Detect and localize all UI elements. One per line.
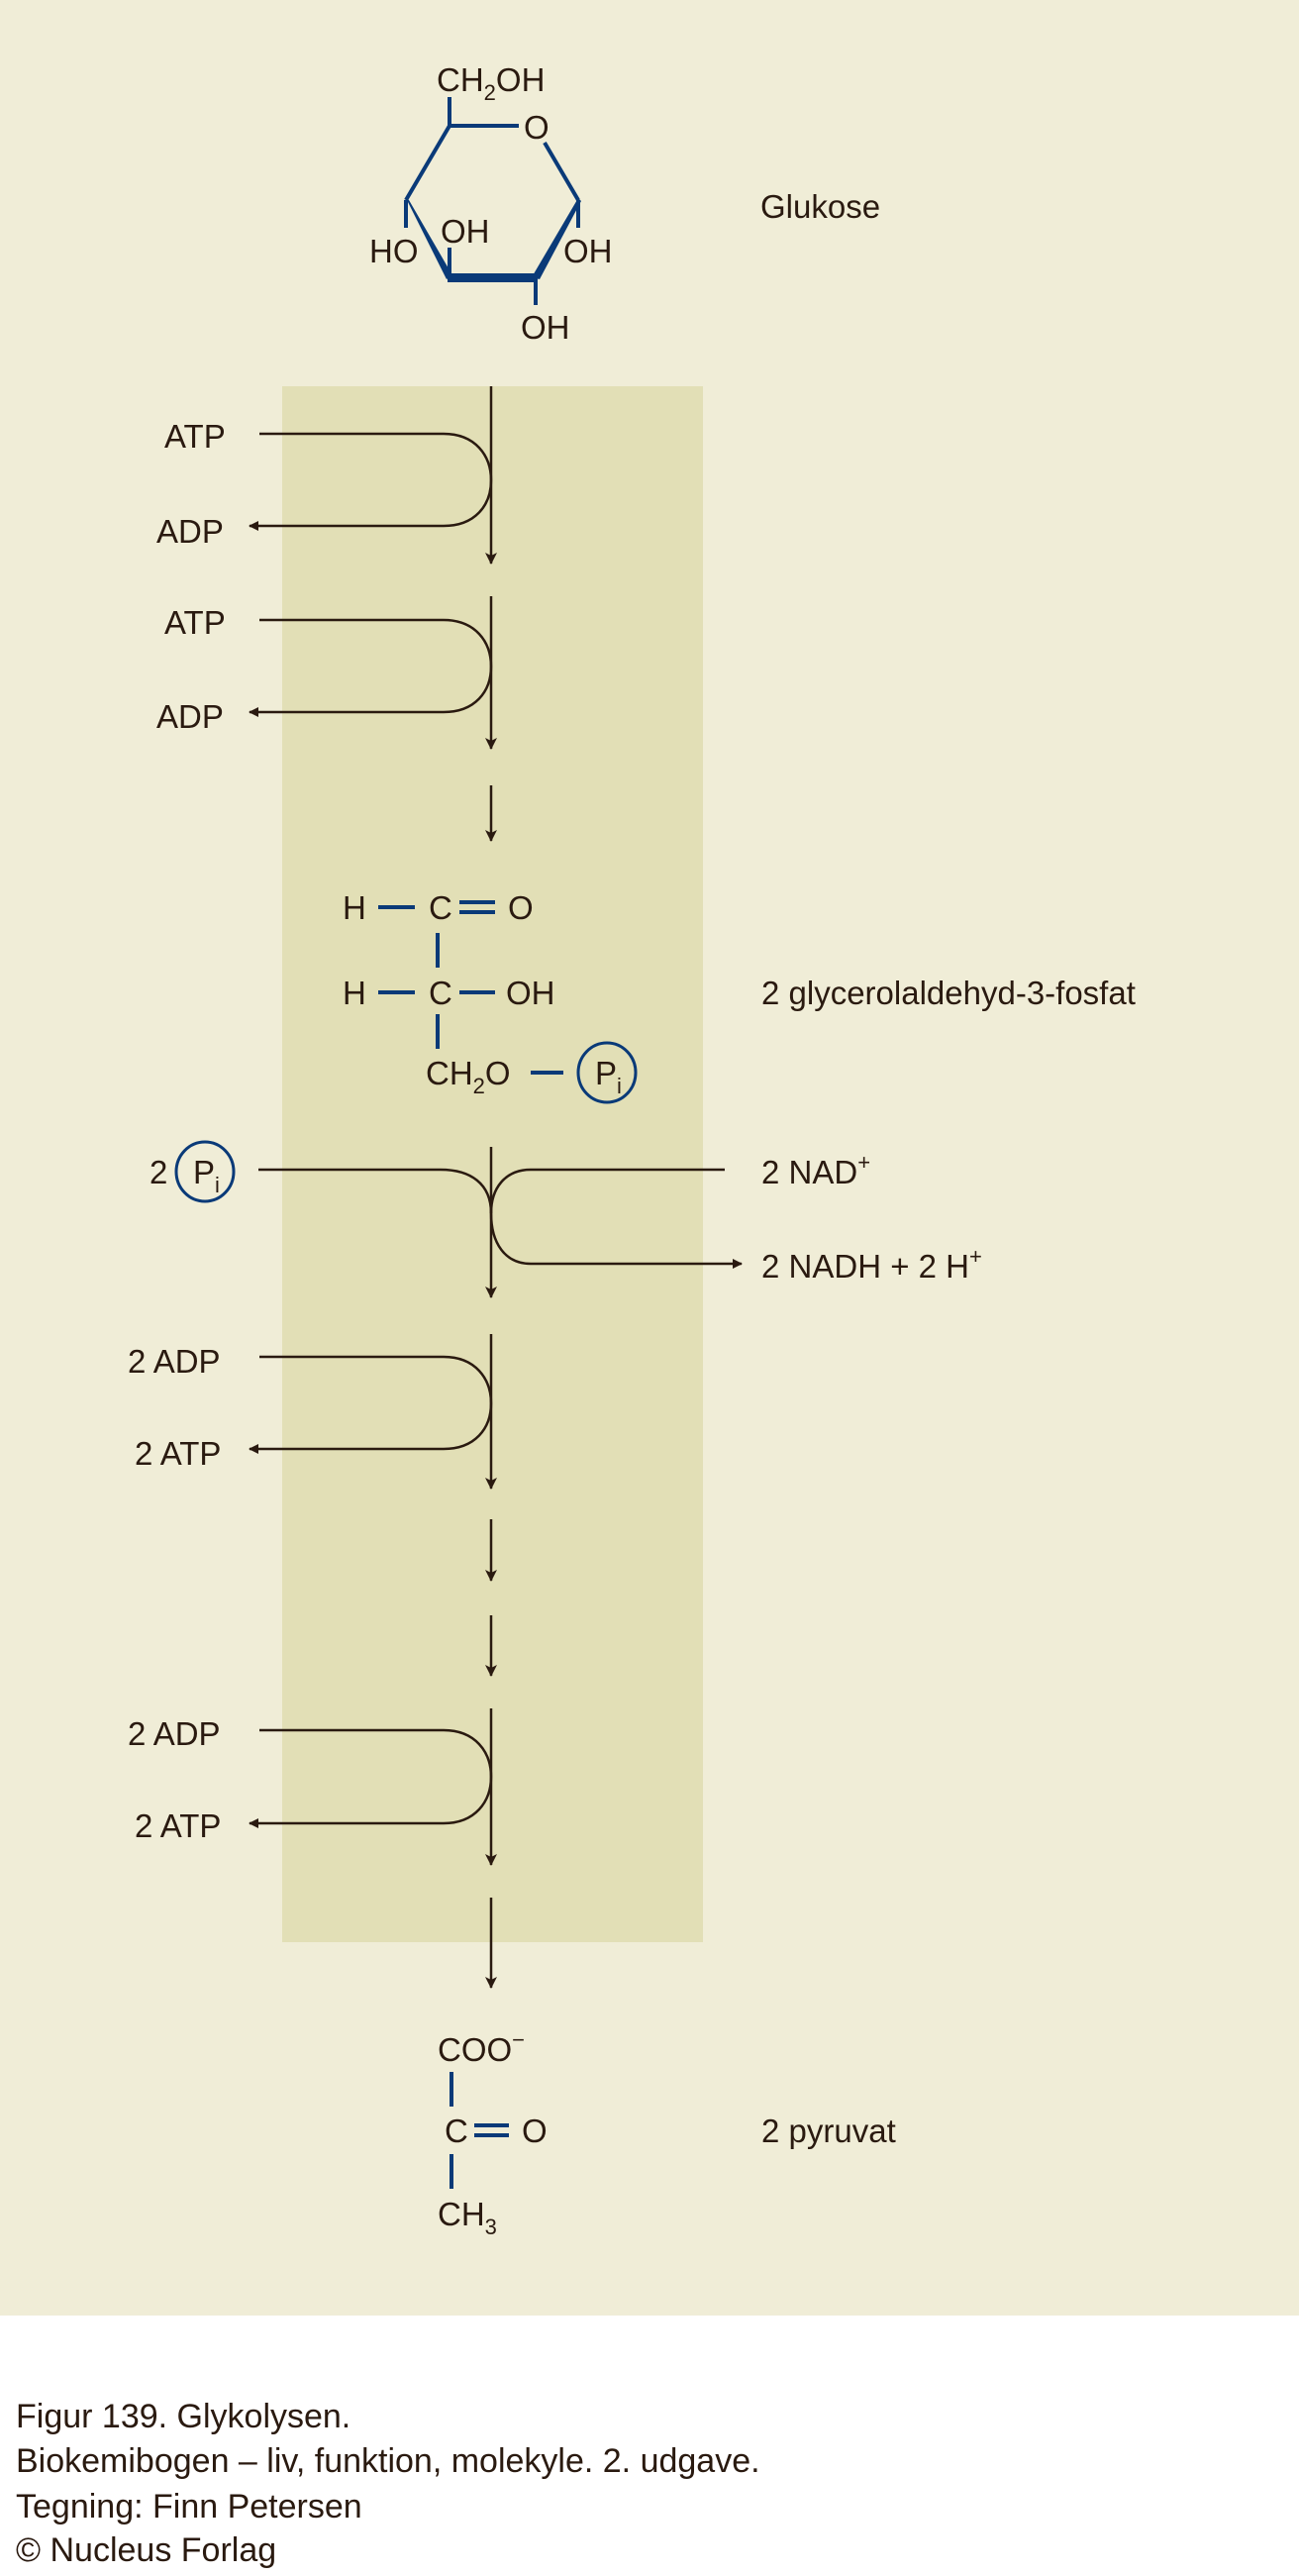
atom-h: H xyxy=(343,975,366,1011)
ch2oh-label: CH2OH xyxy=(437,61,545,105)
phosphate-input-curve xyxy=(258,1168,493,1214)
caption-line: © Nucleus Forlag xyxy=(16,2531,276,2569)
atom-o: O xyxy=(522,2112,548,2149)
step-output-label: 2 ATP xyxy=(135,1807,221,1844)
pathway-band xyxy=(282,386,703,1942)
figure-caption: Figur 139. Glykolysen. Biokemibogen – li… xyxy=(16,2398,760,2569)
ho-left-label: HO xyxy=(369,233,419,269)
thick-bond xyxy=(448,273,538,282)
coo-label: COO− xyxy=(438,2027,525,2068)
step-input-label: 2 ADP xyxy=(128,1343,221,1380)
step-1: ATP ADP xyxy=(156,386,497,565)
step-output-label: 2 ATP xyxy=(135,1435,221,1472)
oh-bottom-label: OH xyxy=(521,309,570,346)
step-input-label: 2 ADP xyxy=(128,1715,221,1752)
oh-right-label: OH xyxy=(563,233,613,269)
bond xyxy=(543,141,580,202)
phosphate-count: 2 xyxy=(150,1154,167,1190)
nadh-output-arrow xyxy=(489,1212,743,1269)
pyruvate-label: 2 pyruvat xyxy=(761,2112,896,2149)
ch3-label: CH3 xyxy=(438,2196,497,2239)
phosphate-label: Pi xyxy=(595,1055,622,1098)
step-input-label: ATP xyxy=(164,418,226,455)
step-output-label: ADP xyxy=(156,513,224,550)
step-4: 2 ADP 2 ATP xyxy=(128,1708,497,1866)
phosphate-label: Pi xyxy=(193,1154,220,1197)
phosphate-circle xyxy=(576,1041,638,1104)
caption-line: Figur 139. Glykolysen. xyxy=(16,2398,350,2435)
wedge-bond xyxy=(406,198,452,279)
atom-c: C xyxy=(445,2112,468,2149)
step-input-label: ATP xyxy=(164,604,226,641)
cofactor-hook-arrow xyxy=(249,432,493,531)
step-output-label: ADP xyxy=(156,698,224,735)
cofactor-hook-arrow xyxy=(249,618,493,717)
atom-oh: OH xyxy=(506,975,555,1011)
ch2o-label: CH2O xyxy=(426,1055,511,1098)
wedge-bond xyxy=(532,198,581,279)
bond xyxy=(404,124,451,202)
atom-c: C xyxy=(429,889,452,926)
cofactor-hook-arrow xyxy=(249,1355,493,1454)
ring-oxygen: O xyxy=(524,109,550,146)
caption-line: Tegning: Finn Petersen xyxy=(16,2488,362,2525)
nadh-label: 2 NADH + 2 H+ xyxy=(761,1244,982,1285)
nad-label: 2 NAD+ xyxy=(761,1150,870,1190)
glucose-structure: CH2OH O HO OH OH OH xyxy=(369,61,613,346)
glucose-label: Glukose xyxy=(760,188,880,225)
nad-input-curve xyxy=(489,1168,725,1214)
gap-label: 2 glycerolaldehyd-3-fosfat xyxy=(761,975,1136,1011)
atom-c: C xyxy=(429,975,452,1011)
oxidation-step: 2 Pi 2 NAD+ 2 NADH + 2 H+ xyxy=(150,1140,982,1298)
atom-h: H xyxy=(343,889,366,926)
cofactor-hook-arrow xyxy=(249,1728,493,1828)
gap-structure: H C O H C OH CH2O Pi xyxy=(343,889,638,1104)
step-3: 2 ADP 2 ATP xyxy=(128,1334,497,1490)
phosphate-circle xyxy=(174,1140,236,1203)
step-2: ATP ADP xyxy=(156,596,497,750)
pyruvate-structure: COO− C O CH3 xyxy=(438,2027,548,2239)
atom-o: O xyxy=(508,889,534,926)
caption-line: Biokemibogen – liv, funktion, molekyle. … xyxy=(16,2442,760,2480)
oh-inner-label: OH xyxy=(441,213,490,250)
